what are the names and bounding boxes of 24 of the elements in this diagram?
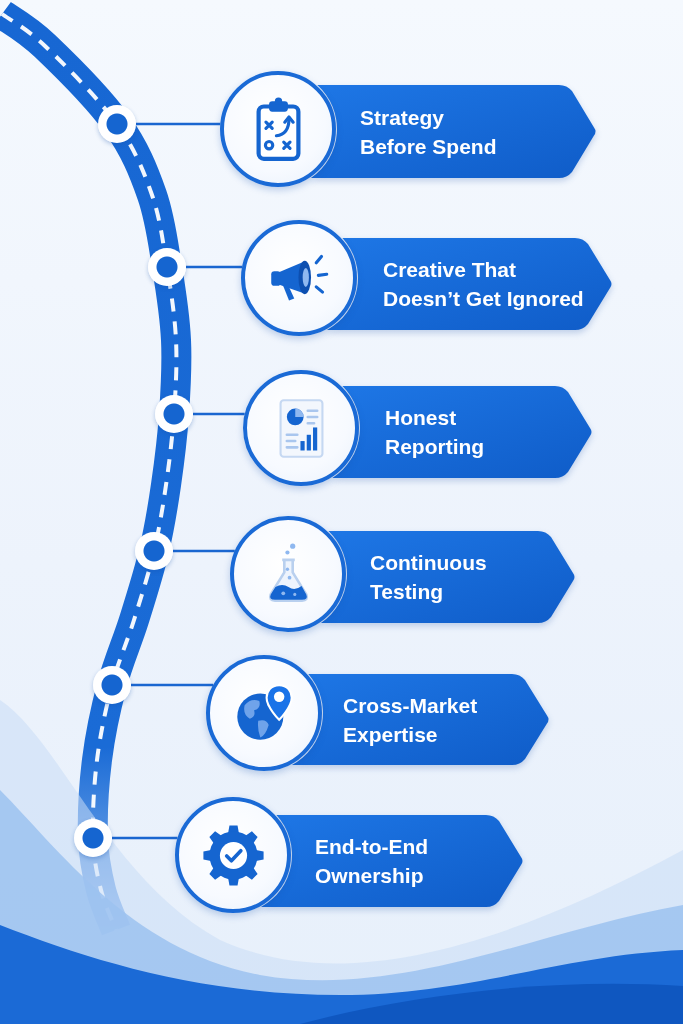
banner-title: End-to-End Ownership	[315, 834, 430, 889]
arrow-banner	[332, 386, 593, 478]
leader-line	[136, 122, 221, 126]
leader-line	[112, 836, 178, 840]
milestone-dot	[93, 666, 131, 704]
banner-title: Strategy Before Spend	[360, 104, 498, 160]
leader-line	[193, 412, 245, 416]
milestone-dot	[98, 105, 136, 143]
milestone-dot	[135, 532, 173, 570]
banner-title: Creative That Doesn’t Get Ignored	[383, 257, 585, 312]
leader-line	[186, 265, 243, 269]
banner-title: Honest Reporting	[385, 405, 486, 460]
arrow-banner	[310, 85, 597, 178]
leader-line	[131, 683, 214, 687]
banner-title: Continuous Testing	[370, 550, 488, 605]
arrow-banner	[326, 238, 613, 330]
arrow-banner	[291, 674, 550, 765]
arrow-banner	[260, 815, 524, 907]
leader-line	[173, 549, 235, 553]
milestone-dot	[148, 248, 186, 286]
milestone-dot	[74, 819, 112, 857]
banner-title: Cross-Market Expertise	[343, 692, 479, 748]
milestone-dot	[155, 395, 193, 433]
arrow-banner	[320, 531, 576, 623]
